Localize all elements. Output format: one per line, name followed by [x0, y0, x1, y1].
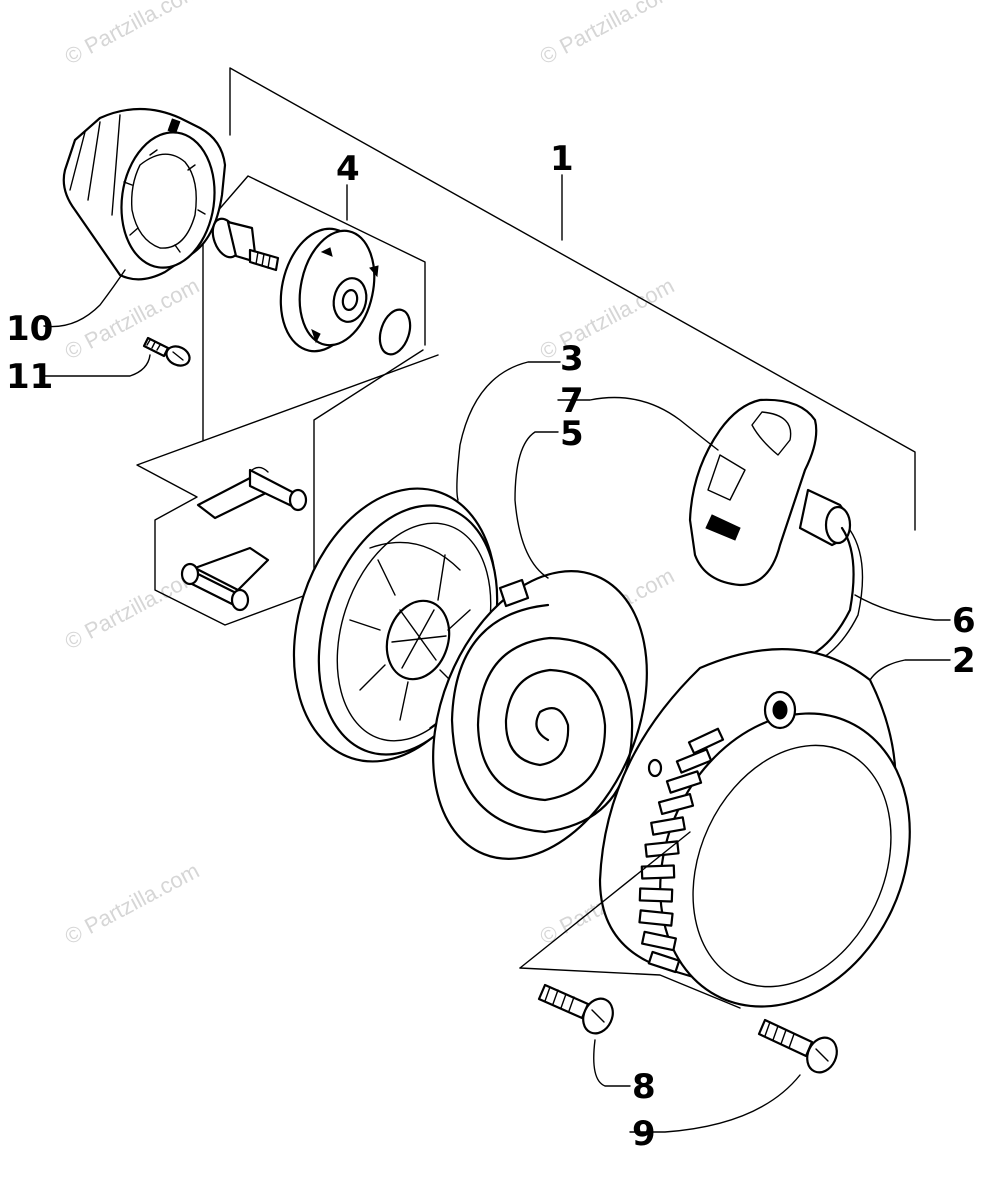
watermark: © Partzilla.com [536, 273, 679, 365]
ratchet-hub [279, 227, 379, 353]
screw-small [142, 336, 191, 367]
assembly-bracket [229, 67, 916, 531]
watermark: © Partzilla.com [61, 858, 204, 950]
starter-housing [598, 648, 911, 1008]
callout-1: 1 [550, 139, 574, 179]
watermark: © Partzilla.com [536, 0, 679, 69]
bolt-frame [519, 831, 741, 1009]
pawl-lower [180, 546, 270, 612]
housing-vents [638, 727, 725, 974]
bolt-9 [757, 1018, 838, 1074]
retaining-clip [378, 308, 412, 356]
callout-4: 4 [336, 149, 360, 189]
recoil-spring [432, 570, 648, 860]
callout-11: 11 [6, 357, 53, 397]
pawl-subassembly-frame [136, 175, 439, 626]
bolt-8 [537, 983, 614, 1035]
callouts: 1 4 10 11 3 7 5 6 2 8 9 [6, 139, 976, 1154]
callout-6: 6 [952, 601, 976, 641]
shaft-bolt [211, 217, 280, 272]
starter-handle [688, 398, 852, 587]
pawl-upper [196, 466, 308, 520]
callout-7: 7 [560, 381, 584, 421]
callout-2: 2 [952, 641, 976, 681]
leader-lines [43, 174, 951, 1133]
callout-10: 10 [6, 309, 53, 349]
callout-9: 9 [632, 1114, 656, 1154]
callout-8: 8 [632, 1067, 656, 1107]
callout-5: 5 [560, 414, 584, 454]
watermark: © Partzilla.com [61, 0, 204, 69]
callout-3: 3 [560, 339, 584, 379]
pulley-cup [62, 107, 227, 281]
